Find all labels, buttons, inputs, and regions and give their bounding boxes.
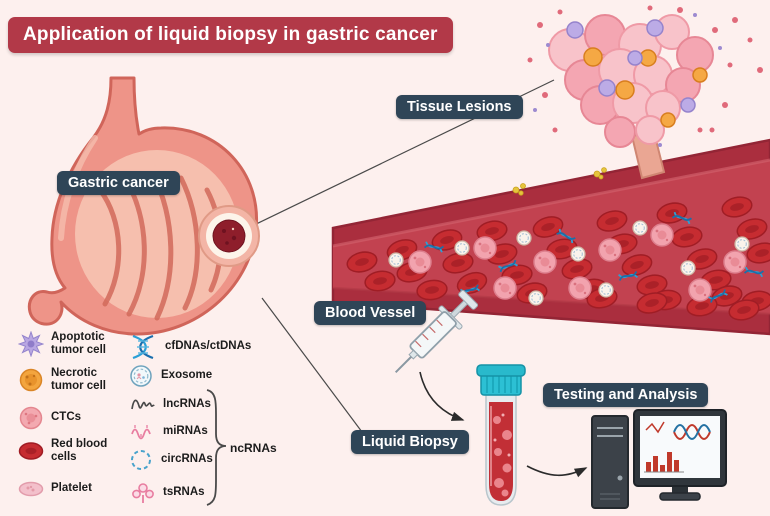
legend-item-exosome: Exosome [128, 363, 212, 389]
legend-label: lncRNAs [163, 398, 211, 411]
legend-label: circRNAs [161, 453, 213, 466]
label-tissue-lesions: Tissue Lesions [396, 95, 523, 119]
platelet-icon [18, 481, 44, 497]
legend-item-lncrna: lncRNAs [130, 392, 211, 418]
blood-tube-icon [476, 364, 526, 506]
legend-item-platelet: Platelet [18, 476, 117, 502]
arrow-syringe-to-tube [419, 371, 465, 421]
screen-line-chart [645, 421, 665, 434]
legend-item-tsrna: tsRNAs [130, 480, 205, 506]
legend-item-necrotic: Necrotic tumor cell [18, 367, 117, 393]
legend-label: miRNAs [163, 425, 208, 438]
screen-dna-helix [673, 424, 711, 440]
exosome-icon [130, 365, 152, 387]
legend-item-circrna: circRNAs [128, 447, 213, 473]
legend-item-mirna: miRNAs [130, 419, 208, 445]
desktop-tower-icon [591, 415, 629, 509]
gastric-tumor [198, 205, 260, 267]
legend-label: Apoptotic tumor cell [51, 331, 106, 357]
legend-label: Exosome [161, 369, 213, 382]
legend-label-ncrnas: ncRNAs [230, 441, 277, 455]
monitor-icon [633, 409, 727, 501]
label-testing-analysis: Testing and Analysis [543, 383, 709, 407]
apoptotic-tumor-cell-icon [18, 331, 44, 358]
legend-item-apoptotic: Apoptotic tumor cell [18, 331, 117, 358]
lesion-necrotic-cells [583, 47, 708, 128]
circrna-icon [131, 450, 151, 470]
ctc-cell-icon [19, 406, 43, 430]
label-gastric-cancer: Gastric cancer [57, 171, 180, 195]
label-blood-vessel: Blood Vessel [314, 301, 427, 325]
connector-line-stomach-to-biopsy [261, 297, 363, 433]
legend-item-rbc: Red blood cells [18, 438, 117, 464]
legend-item-cfdna: cfDNAs/ctDNAs [128, 334, 251, 360]
tissue-lesions-illustration [527, 5, 763, 180]
ncrna-bracket [206, 389, 227, 506]
red-blood-cell-icon [18, 442, 44, 460]
dna-helix-icon [132, 334, 154, 360]
tsrna-icon [132, 483, 154, 503]
necrotic-tumor-cell-icon [19, 368, 43, 392]
label-liquid-biopsy: Liquid Biopsy [351, 430, 469, 454]
legend-label: cfDNAs/ctDNAs [165, 340, 252, 353]
screen-bar-chart [646, 452, 679, 472]
mirna-icon [131, 425, 151, 440]
legend-item-ctcs: CTCs [18, 405, 117, 431]
stomach-illustration [27, 76, 260, 336]
lesion-apoptotic-cells [566, 19, 696, 113]
syringe-icon [394, 289, 479, 374]
legend-label: tsRNAs [163, 486, 205, 499]
legend-label: Platelet [51, 482, 92, 495]
lncrna-icon [131, 399, 155, 410]
legend-label: CTCs [51, 411, 82, 424]
legend-label: Necrotic tumor cell [51, 367, 106, 393]
arrow-tube-to-computer [526, 465, 588, 478]
blood-vessel-illustration [331, 138, 770, 336]
scattered-dots [527, 5, 763, 147]
legend-label: Red blood cells [51, 438, 108, 464]
figure-title: Application of liquid biopsy in gastric … [8, 17, 453, 53]
